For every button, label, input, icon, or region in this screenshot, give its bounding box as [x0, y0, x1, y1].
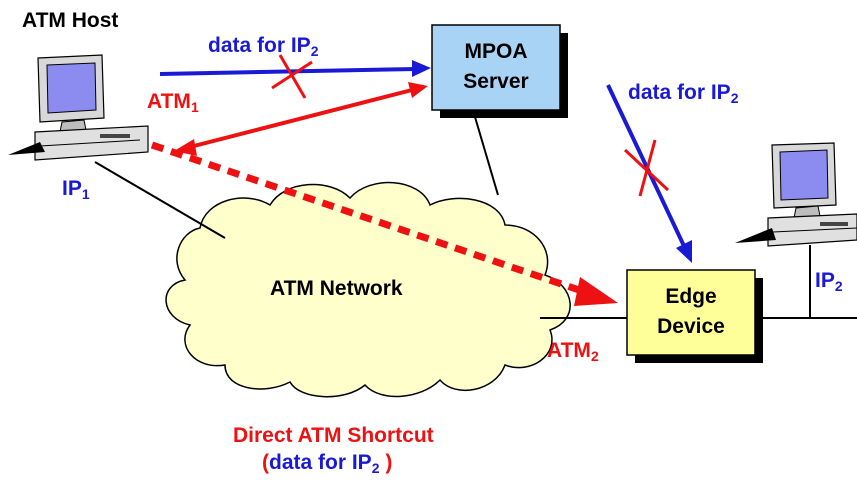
label-subscript: 1 — [190, 99, 199, 115]
label-text: data for IP — [269, 451, 372, 474]
data-for-ip2-label-right: data for IP2 — [628, 82, 738, 105]
node-line2: Device — [657, 315, 725, 338]
label-text: data for IP — [208, 34, 311, 57]
atm2-label: ATM2 — [547, 340, 599, 363]
node-line1: Edge — [665, 285, 717, 308]
node-line2: Server — [463, 70, 529, 93]
mpoa-server-box — [431, 24, 568, 118]
label-text: IP — [815, 269, 835, 292]
atm1-label: ATM1 — [147, 91, 199, 114]
label-text: ATM — [147, 90, 191, 113]
edge-device-box — [626, 269, 763, 363]
atm-host-label: ATM Host — [22, 9, 119, 32]
label-subscript: 2 — [590, 348, 599, 364]
label-subscript: 2 — [834, 278, 843, 294]
data-for-ip2-label-top: data for IP2 — [208, 35, 318, 58]
computer-icon — [735, 142, 857, 247]
label-subscript: 2 — [371, 460, 380, 476]
cross-mark-icon — [271, 54, 313, 99]
shortcut-label-line1: Direct ATM Shortcut — [233, 424, 434, 447]
ip1-label: IP1 — [62, 178, 90, 201]
ip2-label: IP2 — [815, 270, 843, 293]
atm-network-label: ATM Network — [270, 277, 403, 300]
label-subscript: 1 — [81, 186, 90, 202]
label-subscript: 2 — [310, 43, 319, 59]
cross-mark-icon — [623, 139, 670, 197]
label-subscript: 2 — [730, 90, 739, 106]
mpoa-server-text: MPOA Server — [432, 37, 560, 97]
label-text: IP — [62, 177, 82, 200]
label-text: data for IP — [628, 81, 731, 104]
edge-device-text: Edge Device — [627, 282, 755, 342]
node-line1: MPOA — [464, 40, 528, 63]
arrow-server-to-edge — [606, 84, 692, 263]
label-paren-open: ( — [262, 451, 269, 474]
shortcut-label-line2: (data for IP2 ) — [262, 452, 392, 475]
link-host-cloud — [94, 161, 226, 239]
computer-icon — [8, 54, 149, 161]
cloud-icon — [165, 181, 571, 398]
label-text: ATM — [547, 339, 591, 362]
direct-atm-shortcut-arrow — [150, 141, 618, 306]
label-paren-close: ) — [379, 451, 393, 474]
